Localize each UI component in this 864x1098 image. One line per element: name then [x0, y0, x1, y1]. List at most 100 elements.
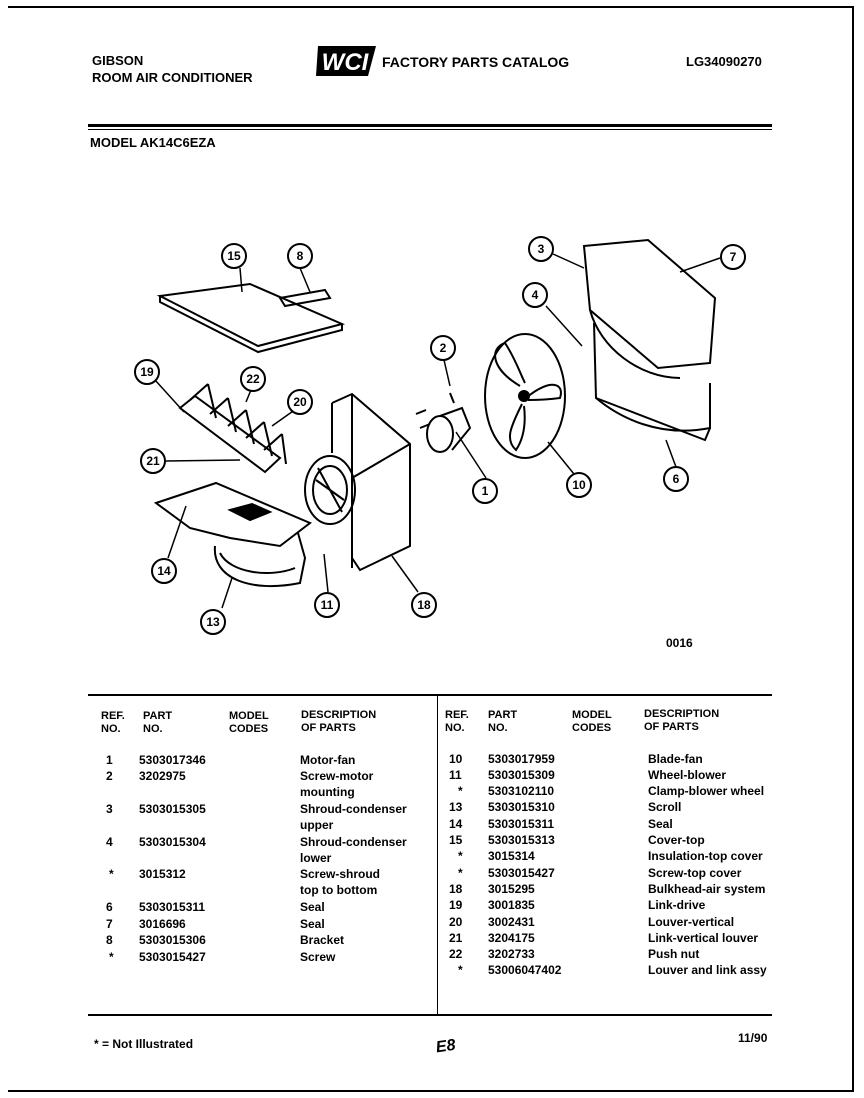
right-row-6-desc: Cover-top [648, 833, 705, 847]
figure-code: 0016 [666, 636, 693, 650]
right-row-9-part: 3015295 [488, 882, 535, 896]
bracket [278, 288, 332, 308]
right-row-5-part: 5303015311 [488, 817, 555, 831]
catalog-number: LG34090270 [686, 54, 762, 69]
callout-11: 11 [314, 592, 340, 618]
fan-blade [484, 333, 566, 459]
hdr-ref-right: REF.NO. [445, 709, 469, 734]
right-row-4-desc: Scroll [648, 800, 682, 814]
motor-screw [449, 392, 455, 404]
left-row-4-part: 5303015304 [139, 835, 206, 849]
product-name: ROOM AIR CONDITIONER [92, 70, 253, 85]
right-row-8-desc: Screw-top cover [648, 866, 742, 880]
right-row-12-ref: 21 [449, 931, 463, 945]
callout-1: 1 [472, 478, 498, 504]
right-row-3-part: 5303102110 [488, 784, 555, 798]
right-row-2-ref: 11 [449, 768, 462, 782]
callout-20: 20 [287, 389, 313, 415]
right-row-4-ref: 13 [449, 800, 463, 814]
right-row-7-desc: Insulation-top cover [648, 849, 763, 863]
left-row-3-part: 5303015305 [139, 802, 206, 816]
right-row-2-part: 5303015309 [488, 768, 555, 782]
callout-10: 10 [566, 472, 592, 498]
seal-plate [153, 481, 312, 548]
callout-7: 7 [720, 244, 746, 270]
right-row-10-ref: 19 [449, 898, 463, 912]
right-row-13-desc: Push nut [648, 947, 700, 961]
exploded-parts-diagram [153, 238, 717, 587]
right-row-13-ref: 22 [449, 947, 463, 961]
louver-assembly [178, 383, 287, 474]
right-row-2-desc: Wheel-blower [648, 768, 727, 782]
right-row-6-ref: 15 [449, 833, 463, 847]
callout-6: 6 [663, 466, 689, 492]
left-row-5-ref: * [109, 867, 114, 881]
right-row-11-part: 3002431 [488, 915, 535, 929]
left-row-6-ref: 6 [106, 900, 113, 914]
right-row-14-desc: Louver and link assy [648, 963, 767, 977]
right-row-4-part: 5303015310 [488, 800, 555, 814]
left-row-7-ref: 7 [106, 917, 113, 931]
left-row-2-part: 3202975 [139, 769, 186, 783]
logo-text: WCI [322, 49, 370, 76]
page-number: E8 [434, 1036, 457, 1057]
left-row-1-desc: Motor-fan [300, 753, 356, 767]
table-rule-top [88, 694, 772, 696]
left-row-2-ref: 2 [106, 769, 113, 783]
left-row-6-desc: Seal [300, 900, 325, 914]
left-row-9-part: 5303015427 [139, 950, 206, 964]
right-row-10-part: 3001835 [488, 898, 535, 912]
right-row-7-part: 3015314 [488, 849, 535, 863]
left-row-9-desc: Screw [300, 950, 336, 964]
left-row-4-ref: 4 [106, 835, 113, 849]
callout-19: 19 [134, 359, 160, 385]
right-row-6-part: 5303015313 [488, 833, 555, 847]
left-row-8-desc: Bracket [300, 933, 345, 947]
right-row-9-desc: Bulkhead-air system [648, 882, 766, 896]
left-row-1-part: 5303017346 [139, 753, 206, 767]
right-row-5-desc: Seal [648, 817, 673, 831]
right-row-1-ref: 10 [449, 752, 463, 766]
right-row-12-part: 3204175 [488, 931, 535, 945]
left-row-9-ref: * [109, 950, 114, 964]
callout-18: 18 [411, 592, 437, 618]
right-row-13-part: 3202733 [488, 947, 535, 961]
brand-name: GIBSON [92, 53, 144, 68]
header-rule-bottom [88, 129, 772, 130]
callout-22: 22 [240, 366, 266, 392]
right-row-11-desc: Louver-vertical [648, 915, 735, 929]
callout-15: 15 [221, 243, 247, 269]
blower-wheel [304, 455, 356, 525]
callout-21: 21 [140, 448, 166, 474]
right-row-7-ref: * [458, 849, 463, 863]
wci-logo: WCI [316, 44, 378, 78]
right-row-5-ref: 14 [449, 817, 463, 831]
bulkhead [331, 392, 411, 572]
right-row-8-part: 5303015427 [488, 866, 555, 880]
page-frame [8, 6, 854, 1092]
callout-14: 14 [151, 558, 177, 584]
catalog-title: FACTORY PARTS CATALOG [382, 54, 570, 70]
callout-2: 2 [430, 335, 456, 361]
left-row-5-part: 3015312 [139, 867, 186, 881]
scroll [213, 532, 307, 587]
callout-13: 13 [200, 609, 226, 635]
header-rule-top [88, 124, 772, 127]
left-row-8-part: 5303015306 [139, 933, 206, 947]
left-row-7-part: 3016696 [139, 917, 186, 931]
callout-8: 8 [287, 243, 313, 269]
left-row-7-desc: Seal [300, 917, 325, 931]
hdr-ref-left: REF.NO. [101, 710, 125, 735]
model-label: MODEL AK14C6EZA [90, 135, 216, 150]
right-row-8-ref: * [458, 866, 463, 880]
